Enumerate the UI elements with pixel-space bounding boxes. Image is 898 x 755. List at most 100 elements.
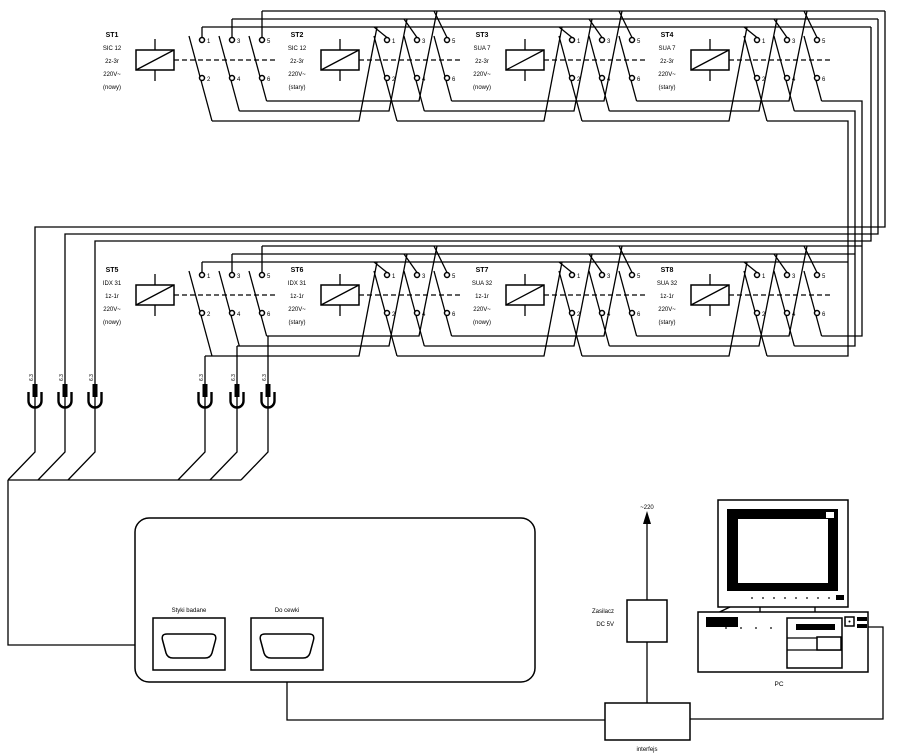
relay-label-id: ST1 [106, 32, 119, 39]
jack-plug [62, 384, 68, 397]
terminal-number: 5 [452, 274, 456, 280]
wire [773, 18, 788, 38]
jack-label: 6.3 [29, 374, 35, 381]
wire [403, 253, 418, 273]
switch-box-outline [134, 517, 536, 683]
terminal-top [598, 271, 606, 279]
contact-lever [803, 35, 823, 102]
jack-connector: 6.3 [57, 374, 73, 409]
wire [767, 120, 849, 357]
terminal-bottom [813, 74, 821, 82]
power-supply: ~220 Zasilacz DC 5V [592, 505, 668, 643]
dsub-right-shape [259, 633, 315, 659]
terminal-bottom [753, 74, 761, 82]
terminal-bottom [198, 309, 206, 317]
dsub-left-shape [161, 633, 217, 659]
jack-label: 6.3 [231, 374, 237, 381]
interface-box-outline [604, 702, 691, 741]
wire [743, 26, 758, 39]
wire [286, 670, 605, 721]
terminal-number: 4 [607, 312, 611, 318]
relay-label-contacts: 2z-3r [105, 59, 119, 65]
drive-slot [796, 624, 835, 630]
terminal-number: 6 [637, 77, 641, 83]
contact-lever [773, 35, 795, 112]
terminal-bottom [413, 309, 421, 317]
relay-coil-diagonal [135, 49, 175, 71]
relay-label-voltage: 220V~ [473, 307, 491, 313]
terminal-top [783, 271, 791, 279]
terminal-top [413, 36, 421, 44]
wire [433, 245, 448, 273]
wire [266, 10, 438, 102]
terminal-top [783, 36, 791, 44]
terminal-bottom [228, 309, 236, 317]
interface-label: interfejs [636, 747, 657, 753]
wire [67, 27, 872, 481]
terminal-number: 5 [637, 274, 641, 280]
jack-plug [202, 384, 208, 397]
relay-label-variant: (nowy) [103, 320, 121, 326]
jack-connector: 6.3 [260, 374, 276, 409]
monitor-stand-legs [759, 607, 816, 612]
terminal-number: 4 [422, 312, 426, 318]
terminal-number: 4 [792, 77, 796, 83]
terminal-number: 1 [207, 274, 211, 280]
relay-label-type: IDX 31 [288, 281, 307, 287]
contact-lever [218, 270, 240, 347]
terminal-number: 3 [422, 274, 426, 280]
terminal-number: 2 [577, 77, 581, 83]
jack-label: 6.3 [89, 374, 95, 381]
terminal-bottom [258, 309, 266, 317]
terminal-bottom [568, 309, 576, 317]
terminal-bottom [383, 309, 391, 317]
wire [424, 18, 593, 112]
contact-lever [588, 35, 610, 112]
wire [397, 261, 563, 357]
terminal-number: 5 [637, 39, 641, 45]
terminal-bottom [783, 309, 791, 317]
terminal-number: 3 [237, 39, 241, 45]
contact-lever [803, 270, 823, 337]
power-supply-label-1: Zasilacz [592, 609, 614, 615]
terminal-number: 2 [207, 77, 211, 83]
wire [821, 100, 863, 337]
terminal-bottom [568, 74, 576, 82]
relay-label-variant: (stary) [289, 320, 306, 326]
right-connector-label: Do cewki [275, 608, 299, 614]
wire [803, 245, 818, 273]
relay-label-variant: (stary) [659, 320, 676, 326]
interface-box: interfejs [604, 702, 691, 753]
jack-socket [197, 392, 213, 409]
terminal-number: 3 [792, 274, 796, 280]
terminal-number: 3 [237, 274, 241, 280]
relay-label-voltage: 220V~ [103, 307, 121, 313]
terminal-top [813, 271, 821, 279]
terminal-number: 6 [452, 77, 456, 83]
wire [451, 10, 623, 102]
terminal-top [628, 271, 636, 279]
wire [7, 480, 153, 646]
wire [433, 10, 448, 38]
terminal-number: 3 [422, 39, 426, 45]
wire [773, 253, 788, 273]
terminal-number: 6 [267, 77, 271, 83]
terminal-number: 4 [237, 312, 241, 318]
relay-label-variant: (nowy) [473, 320, 491, 326]
monitor-vents [751, 597, 830, 599]
contact-lever [248, 270, 268, 337]
jack-label: 6.3 [262, 374, 268, 381]
relay-label-contacts: 1z-1r [660, 294, 674, 300]
terminal-bottom [628, 74, 636, 82]
jack-plug [32, 384, 38, 397]
wire [618, 245, 633, 273]
jack-label: 6.3 [59, 374, 65, 381]
terminal-top [413, 271, 421, 279]
terminal-number: 5 [822, 274, 826, 280]
relay-label-type: SIC 12 [103, 46, 122, 52]
terminal-top [198, 36, 206, 44]
wire [618, 10, 633, 38]
power-supply-box [626, 599, 668, 643]
